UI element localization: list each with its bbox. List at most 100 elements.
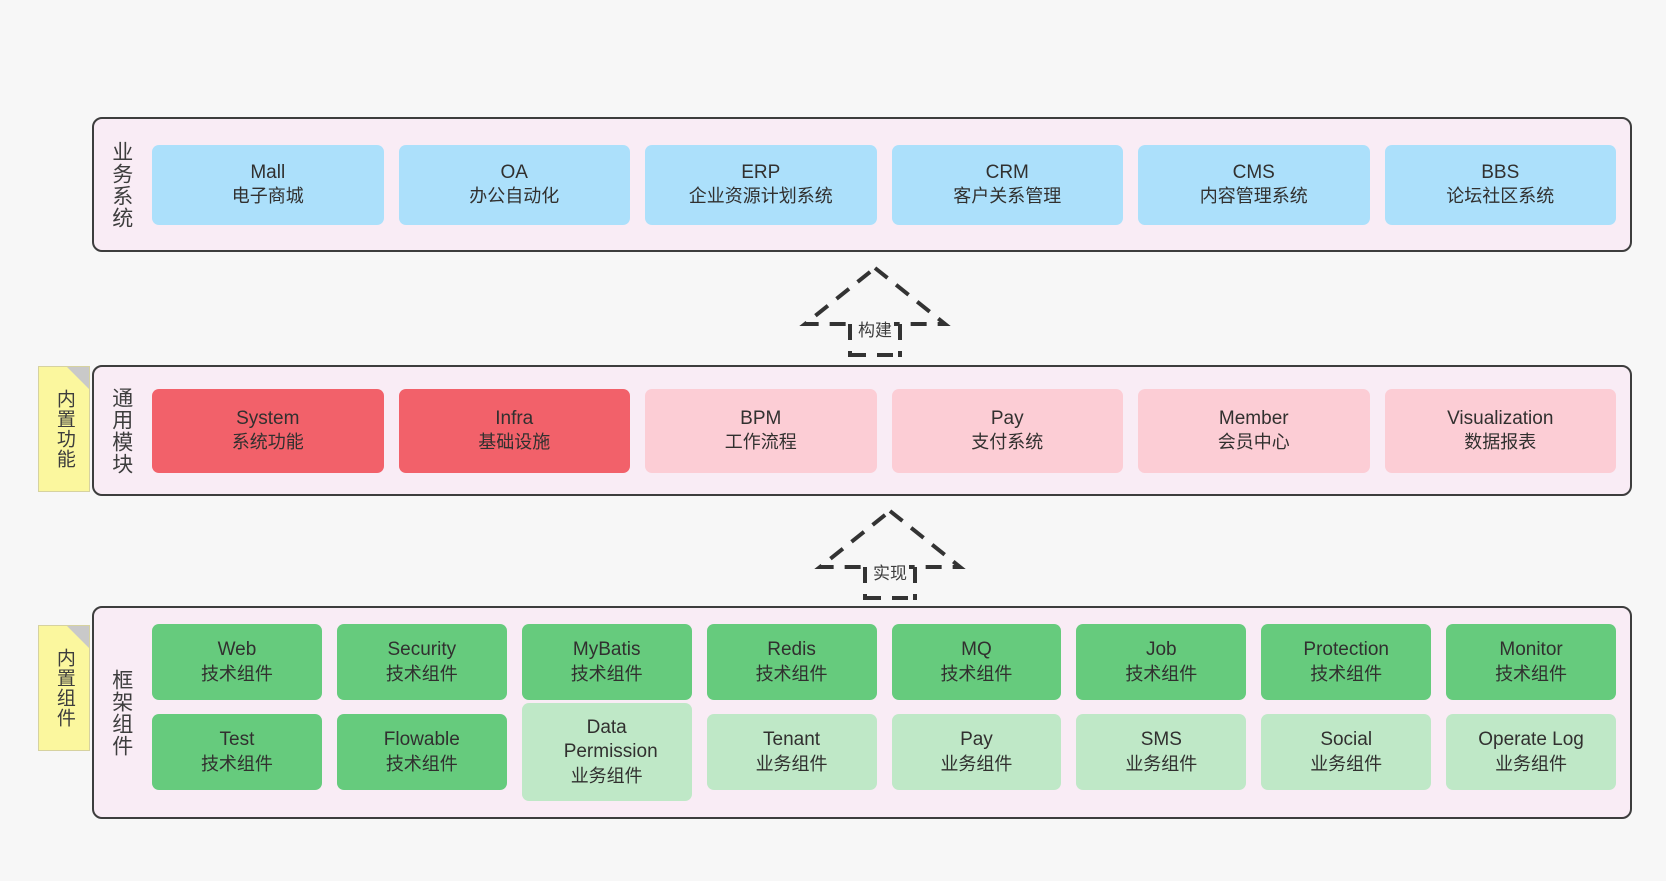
component-name-en: Test bbox=[219, 729, 255, 751]
component-name-cn: 技术组件 bbox=[1125, 663, 1198, 684]
module-name-cn: 基础设施 bbox=[478, 432, 551, 453]
module-name-en: Member bbox=[1218, 407, 1289, 429]
connector-build-label: 构建 bbox=[856, 316, 894, 341]
component-name-cn: 业务组件 bbox=[1125, 753, 1198, 774]
module-name-en: OA bbox=[500, 161, 528, 183]
connector-implement: 实现 bbox=[810, 505, 970, 600]
module-name-en: CMS bbox=[1232, 161, 1275, 183]
layer-business-system: 业务系统 Mall 电子商城 OA 办公自动化 ERP 企业资源计划系统 CRM… bbox=[92, 117, 1632, 252]
component-name-en: Web bbox=[217, 639, 257, 661]
component-name-en: Flowable bbox=[383, 729, 460, 751]
note-fold-corner-icon bbox=[67, 367, 89, 389]
component-name-cn: 业务组件 bbox=[1495, 753, 1568, 774]
module-name-cn: 数据报表 bbox=[1464, 432, 1537, 453]
component-box-protection[interactable]: Protection 技术组件 bbox=[1261, 624, 1432, 700]
module-name-en: Mall bbox=[250, 161, 286, 183]
component-name-cn: 技术组件 bbox=[1310, 663, 1383, 684]
component-name-en: Protection bbox=[1303, 639, 1389, 661]
component-name-cn: 技术组件 bbox=[385, 753, 458, 774]
module-box-member[interactable]: Member 会员中心 bbox=[1138, 388, 1370, 473]
component-box-pay[interactable]: Pay 业务组件 bbox=[891, 714, 1062, 790]
component-name-en: SMS bbox=[1140, 729, 1182, 751]
module-box-crm[interactable]: CRM 客户关系管理 bbox=[891, 144, 1123, 225]
layer-framework-component: 框架组件 Web 技术组件 Security 技术组件 MyBatis 技术组件… bbox=[92, 606, 1632, 819]
component-name-en: Monitor bbox=[1499, 639, 1563, 661]
module-name-cn: 支付系统 bbox=[971, 432, 1044, 453]
note-builtin-component: 内置组件 bbox=[38, 625, 90, 751]
component-box-security[interactable]: Security 技术组件 bbox=[336, 624, 507, 700]
layer-body-framework-component: Web 技术组件 Security 技术组件 MyBatis 技术组件 Redi… bbox=[148, 608, 1630, 817]
framework-component-row-1: Web 技术组件 Security 技术组件 MyBatis 技术组件 Redi… bbox=[152, 624, 1616, 700]
component-box-tenant[interactable]: Tenant 业务组件 bbox=[706, 714, 877, 790]
component-box-flowable[interactable]: Flowable 技术组件 bbox=[336, 714, 507, 790]
note-fold-corner-icon bbox=[67, 626, 89, 648]
component-name-cn: 技术组件 bbox=[570, 663, 643, 684]
component-name-en: Redis bbox=[767, 639, 816, 661]
layer-label-common-module: 通用模块 bbox=[109, 386, 133, 475]
component-box-redis[interactable]: Redis 技术组件 bbox=[706, 624, 877, 700]
module-box-bpm[interactable]: BPM 工作流程 bbox=[645, 388, 877, 473]
layer-body-business-system: Mall 电子商城 OA 办公自动化 ERP 企业资源计划系统 CRM 客户关系… bbox=[148, 119, 1630, 250]
component-name-en: Job bbox=[1145, 639, 1177, 661]
module-name-en: BBS bbox=[1481, 161, 1520, 183]
component-name-cn: 技术组件 bbox=[1495, 663, 1568, 684]
module-name-cn: 办公自动化 bbox=[469, 186, 560, 207]
layer-label-business-system: 业务系统 bbox=[109, 140, 133, 229]
component-name-en: Pay bbox=[960, 729, 993, 751]
module-name-cn: 电子商城 bbox=[231, 186, 304, 207]
module-name-en: Infra bbox=[495, 407, 534, 429]
component-box-test[interactable]: Test 技术组件 bbox=[152, 714, 322, 790]
module-box-mall[interactable]: Mall 电子商城 bbox=[152, 144, 384, 225]
layer-label-framework-component: 框架组件 bbox=[109, 668, 133, 757]
module-name-en: ERP bbox=[741, 161, 781, 183]
component-box-social[interactable]: Social 业务组件 bbox=[1261, 714, 1432, 790]
component-name-cn: 业务组件 bbox=[940, 753, 1013, 774]
module-box-visualization[interactable]: Visualization 数据报表 bbox=[1384, 388, 1616, 473]
layer-body-common-module: System 系统功能 Infra 基础设施 BPM 工作流程 Pay 支付系统… bbox=[148, 367, 1630, 494]
connector-implement-label: 实现 bbox=[871, 559, 909, 584]
component-name-cn: 技术组件 bbox=[755, 663, 828, 684]
module-box-infra[interactable]: Infra 基础设施 bbox=[398, 388, 630, 473]
component-name-en: Data Permission bbox=[563, 717, 658, 763]
component-name-en: Social bbox=[1320, 729, 1373, 751]
component-box-job[interactable]: Job 技术组件 bbox=[1076, 624, 1247, 700]
module-name-cn: 工作流程 bbox=[724, 432, 797, 453]
component-name-en: Security bbox=[387, 639, 457, 661]
module-name-cn: 会员中心 bbox=[1217, 432, 1290, 453]
module-name-cn: 企业资源计划系统 bbox=[688, 186, 833, 207]
component-box-web[interactable]: Web 技术组件 bbox=[152, 624, 322, 700]
module-box-pay[interactable]: Pay 支付系统 bbox=[891, 388, 1123, 473]
component-name-cn: 技术组件 bbox=[940, 663, 1013, 684]
module-box-bbs[interactable]: BBS 论坛社区系统 bbox=[1384, 144, 1616, 225]
component-box-mybatis[interactable]: MyBatis 技术组件 bbox=[521, 624, 692, 700]
component-box-monitor[interactable]: Monitor 技术组件 bbox=[1446, 624, 1616, 700]
component-name-cn: 技术组件 bbox=[200, 753, 273, 774]
module-box-oa[interactable]: OA 办公自动化 bbox=[398, 144, 630, 225]
module-name-en: BPM bbox=[740, 407, 782, 429]
module-box-cms[interactable]: CMS 内容管理系统 bbox=[1138, 144, 1370, 225]
module-name-cn: 客户关系管理 bbox=[953, 186, 1062, 207]
component-name-cn: 业务组件 bbox=[570, 765, 643, 786]
module-name-cn: 系统功能 bbox=[231, 432, 304, 453]
module-box-system[interactable]: System 系统功能 bbox=[152, 388, 384, 473]
component-box-mq[interactable]: MQ 技术组件 bbox=[891, 624, 1062, 700]
note-label: 内置功能 bbox=[53, 389, 75, 469]
note-builtin-function: 内置功能 bbox=[38, 366, 90, 492]
framework-component-row-2: Test 技术组件 Flowable 技术组件 Data Permission … bbox=[152, 703, 1616, 801]
component-box-operate-log[interactable]: Operate Log 业务组件 bbox=[1446, 714, 1616, 790]
component-name-en: Operate Log bbox=[1478, 729, 1584, 751]
module-box-erp[interactable]: ERP 企业资源计划系统 bbox=[645, 144, 877, 225]
component-name-cn: 技术组件 bbox=[385, 663, 458, 684]
module-name-en: Visualization bbox=[1447, 407, 1554, 429]
component-name-en: MyBatis bbox=[572, 639, 641, 661]
module-name-en: System bbox=[236, 407, 300, 429]
component-box-sms[interactable]: SMS 业务组件 bbox=[1076, 714, 1247, 790]
component-name-cn: 技术组件 bbox=[200, 663, 273, 684]
component-box-data-permission[interactable]: Data Permission 业务组件 bbox=[521, 703, 692, 801]
module-name-cn: 内容管理系统 bbox=[1199, 186, 1308, 207]
component-name-cn: 业务组件 bbox=[1310, 753, 1383, 774]
generalization-arrow-icon bbox=[814, 508, 966, 600]
module-name-en: CRM bbox=[985, 161, 1029, 183]
connector-build: 构建 bbox=[795, 262, 955, 357]
layer-common-module: 通用模块 System 系统功能 Infra 基础设施 BPM 工作流程 Pay… bbox=[92, 365, 1632, 496]
